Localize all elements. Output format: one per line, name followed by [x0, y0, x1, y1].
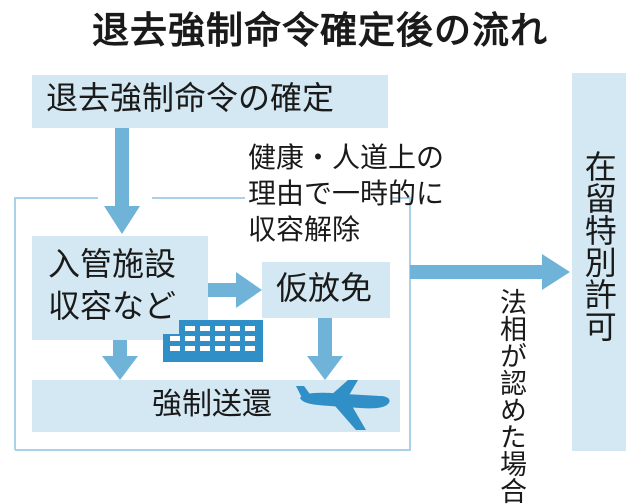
arrow-to-special-permission [410, 254, 570, 290]
connector-layer [14, 128, 570, 451]
detention-label-line1: 入管施設 [48, 245, 177, 283]
frame-line [15, 197, 411, 451]
diagram-title: 退去強制命令確定後の流れ [92, 9, 548, 52]
airplane-icon [296, 380, 390, 430]
release-reason-note-line1: 健康・人道上の [248, 141, 445, 174]
release-reason-note-line2: 理由で一時的に [248, 177, 445, 210]
building-icon [163, 320, 263, 362]
arrow-release-to-deportation [307, 318, 343, 380]
detention-label-line2: 収容など [48, 287, 177, 325]
release-reason-note-line3: 収容解除 [248, 213, 361, 246]
frame-line [14, 197, 98, 450]
provisional-release-label: 仮放免 [276, 269, 373, 307]
provisional-release-box [262, 262, 390, 318]
arrow-to-detention [104, 128, 140, 234]
order-final-box [32, 75, 388, 128]
deportation-label: 強制送還 [152, 387, 272, 422]
arrow-detention-to-deportation [102, 340, 138, 380]
arrow-to-provisional-release [208, 272, 262, 308]
special-permission-label: 在留特別許可 [579, 150, 618, 342]
order-final-label: 退去強制命令の確定 [46, 79, 335, 117]
special-permission-box [572, 73, 626, 451]
flow-diagram: 退去強制命令確定後の流れ 退去 [14, 9, 626, 504]
